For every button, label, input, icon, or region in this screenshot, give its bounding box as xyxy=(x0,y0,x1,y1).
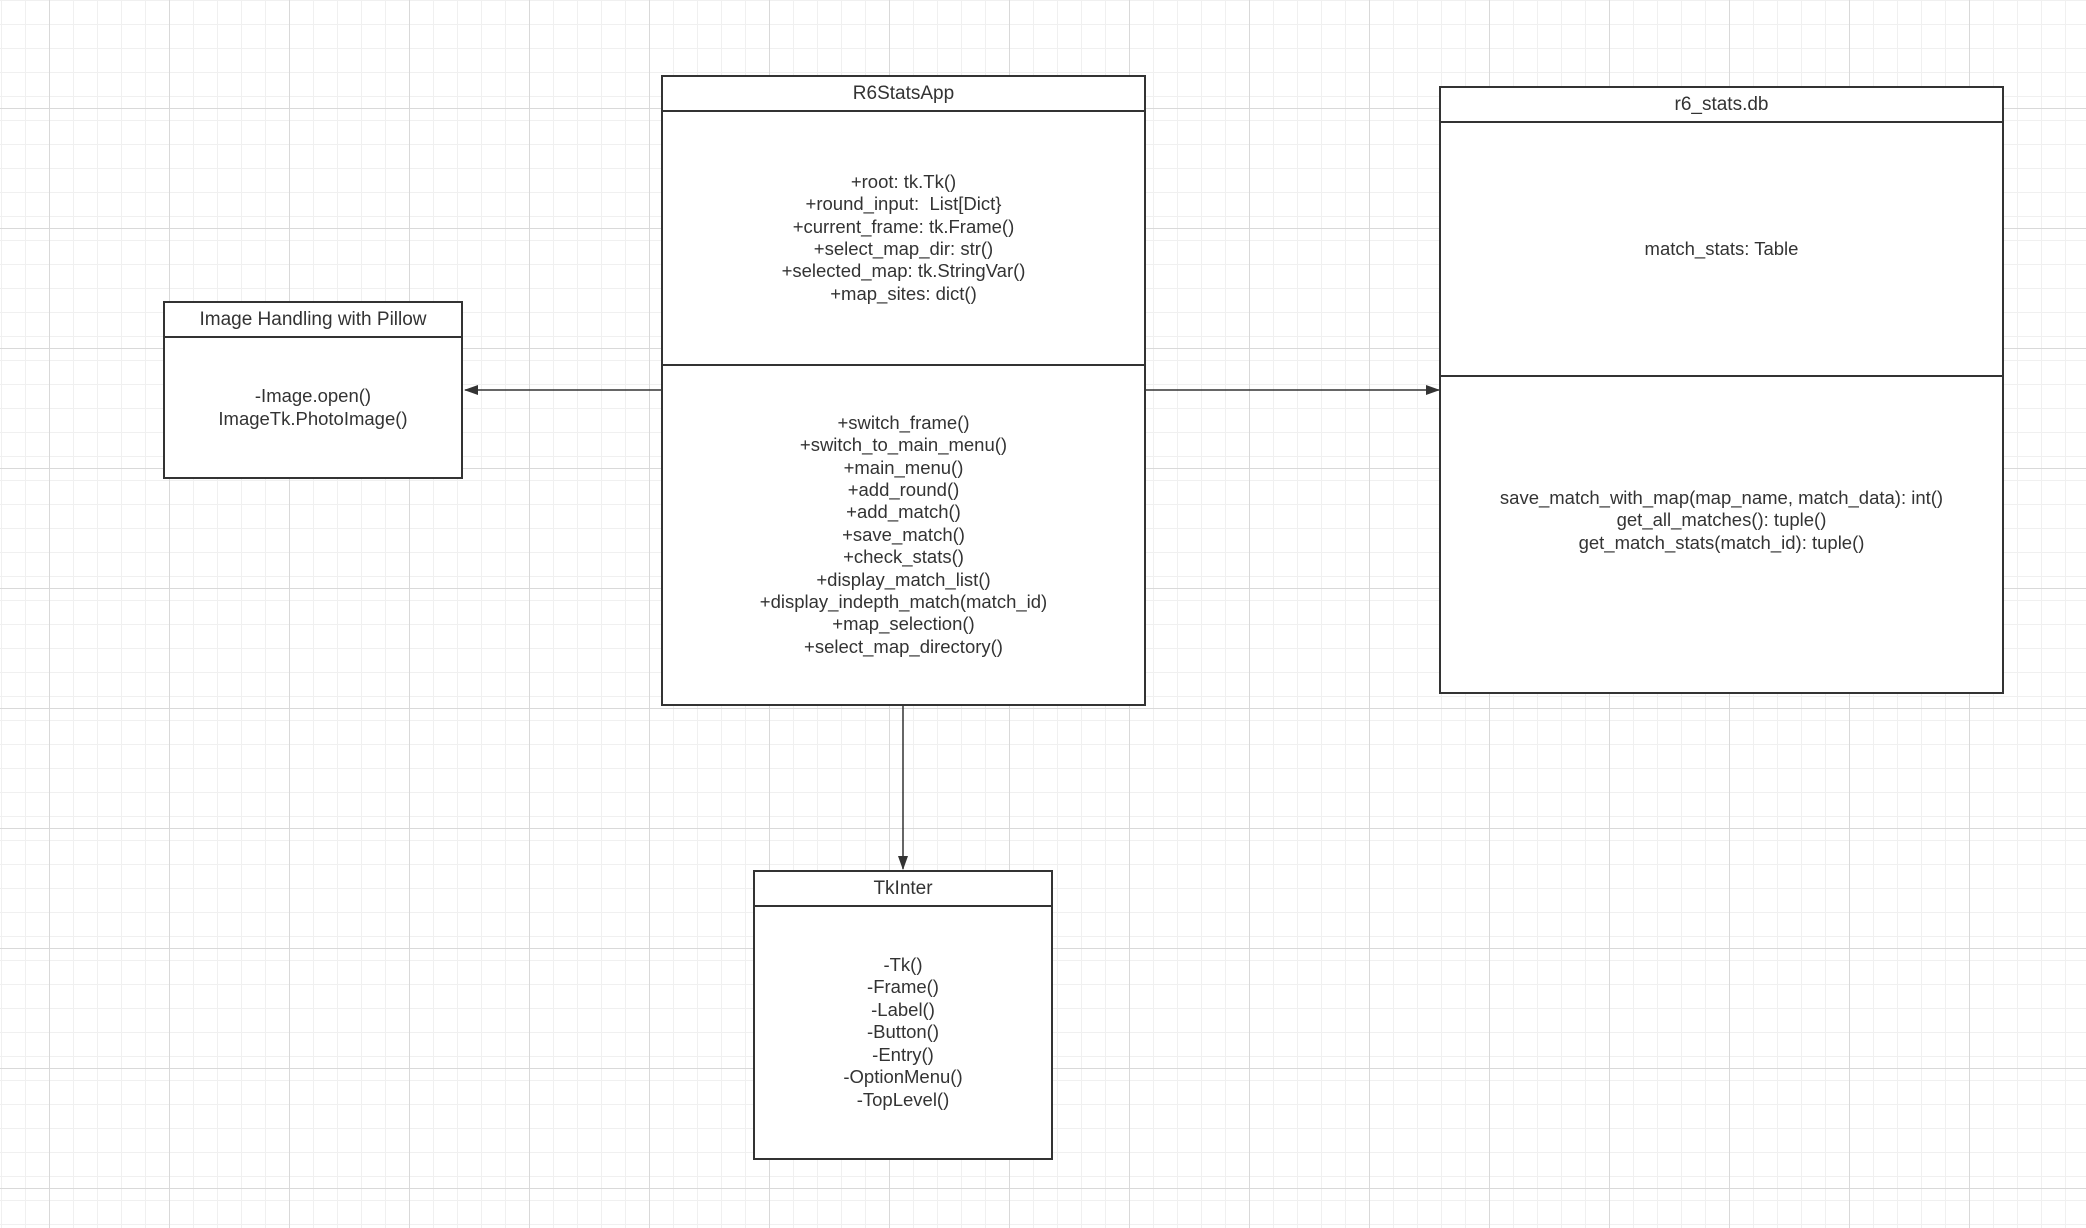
tkinter-class-box[interactable]: TkInter -Tk() -Frame() -Label() -Button(… xyxy=(753,870,1053,1160)
attribute-match-stats: match_stats: Table xyxy=(1644,237,1799,259)
method-add-match: +add_match() xyxy=(846,501,961,523)
method-check-stats: +check_stats() xyxy=(843,546,964,568)
method-toplevel: -TopLevel() xyxy=(856,1088,950,1110)
pillow-class-title: Image Handling with Pillow xyxy=(165,303,461,338)
method-image-open: -Image.open() xyxy=(254,385,372,407)
attribute-root: +root: tk.Tk() xyxy=(850,170,957,192)
method-tk: -Tk() xyxy=(883,954,923,976)
method-switch-to-main-menu: +switch_to_main_menu() xyxy=(799,434,1008,456)
method-main-menu: +main_menu() xyxy=(843,456,964,478)
method-get-all-matches: get_all_matches(): tuple() xyxy=(1616,509,1827,531)
attribute-map-sites: +map_sites: dict() xyxy=(830,282,977,304)
database-methods-section: save_match_with_map(map_name, match_data… xyxy=(1441,375,2002,692)
method-display-indepth-match: +display_indepth_match(match_id) xyxy=(759,591,1048,613)
method-entry: -Entry() xyxy=(872,1043,934,1065)
tkinter-class-title: TkInter xyxy=(755,872,1051,907)
method-map-selection: +map_selection() xyxy=(832,613,975,635)
method-switch-frame: +switch_frame() xyxy=(837,411,970,433)
method-save-match: +save_match() xyxy=(842,523,965,545)
method-get-match-stats: get_match_stats(match_id): tuple() xyxy=(1578,531,1865,553)
attribute-round-input: +round_input: List[Dict} xyxy=(805,193,1002,215)
r6statsapp-attributes-section: +root: tk.Tk() +round_input: List[Dict} … xyxy=(663,112,1144,364)
r6statsapp-class-box[interactable]: R6StatsApp +root: tk.Tk() +round_input: … xyxy=(661,75,1146,706)
database-attributes-section: match_stats: Table xyxy=(1441,123,2002,375)
method-optionmenu: -OptionMenu() xyxy=(843,1066,963,1088)
method-display-match-list: +display_match_list() xyxy=(816,568,991,590)
pillow-class-box[interactable]: Image Handling with Pillow -Image.open()… xyxy=(163,301,463,479)
tkinter-methods-section: -Tk() -Frame() -Label() -Button() -Entry… xyxy=(755,907,1051,1158)
method-imagetk-photoimage: ImageTk.PhotoImage() xyxy=(218,407,408,429)
method-add-round: +add_round() xyxy=(847,478,960,500)
pillow-methods-section: -Image.open() ImageTk.PhotoImage() xyxy=(165,338,461,477)
database-class-box[interactable]: r6_stats.db match_stats: Table save_matc… xyxy=(1439,86,2004,694)
r6statsapp-methods-section: +switch_frame() +switch_to_main_menu() +… xyxy=(663,364,1144,704)
method-frame: -Frame() xyxy=(867,976,939,998)
attribute-selected-map: +selected_map: tk.StringVar() xyxy=(781,260,1026,282)
database-class-title: r6_stats.db xyxy=(1441,88,2002,123)
attribute-select-map-dir: +select_map_dir: str() xyxy=(813,238,994,259)
method-save-match-with-map: save_match_with_map(map_name, match_data… xyxy=(1499,487,1944,508)
method-select-map-directory: +select_map_directory() xyxy=(804,635,1003,657)
method-button: -Button() xyxy=(867,1021,939,1043)
r6statsapp-class-title: R6StatsApp xyxy=(663,77,1144,112)
attribute-current-frame: +current_frame: tk.Frame() xyxy=(792,215,1015,237)
method-label: -Label() xyxy=(871,998,935,1020)
